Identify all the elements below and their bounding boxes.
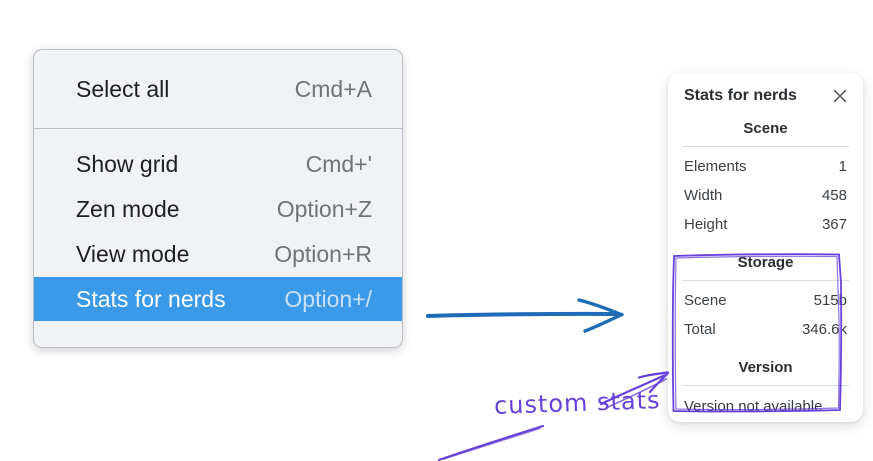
menu-group-padding	[34, 129, 402, 142]
section-heading: Storage	[737, 254, 794, 271]
stat-row-scene-storage: Scene 515b	[680, 286, 851, 315]
stat-value: 346.6k	[801, 321, 847, 338]
menu-item-select-all[interactable]: Select all Cmd+A	[34, 50, 402, 128]
annotation-arrow	[437, 371, 670, 461]
stats-section-version: Version Version not available	[680, 359, 851, 419]
menu-item-label: Zen mode	[76, 196, 180, 222]
stat-value: 515b	[813, 292, 847, 309]
menu-item-label: Stats for nerds	[76, 285, 226, 312]
stat-label: Scene	[684, 292, 727, 309]
menu-item-shortcut: Option+R	[274, 241, 372, 267]
section-heading: Version	[738, 359, 793, 376]
stat-label: Height	[684, 216, 728, 233]
menu-item-label: Select all	[76, 75, 170, 102]
blue-arrow	[426, 298, 624, 333]
section-heading: Scene	[743, 120, 788, 137]
menu-divider	[34, 128, 402, 129]
menu-item-shortcut: Option+/	[284, 285, 372, 312]
section-divider	[682, 146, 849, 147]
menu-item-shortcut: Cmd+'	[305, 151, 372, 177]
stat-label: Width	[684, 187, 723, 204]
stats-section-scene: Scene Elements 1 Width 458 Height 367	[680, 120, 851, 239]
section-divider	[682, 385, 849, 386]
stat-row-width: Width 458	[680, 181, 851, 210]
menu-item-stats-for-nerds[interactable]: Stats for nerds Option+/	[34, 277, 402, 321]
menu-item-label: View mode	[76, 241, 190, 267]
context-menu: Select all Cmd+A Show grid Cmd+' Zen mod…	[33, 49, 403, 348]
version-status-text: Version not available	[684, 398, 823, 415]
close-icon[interactable]	[831, 87, 849, 105]
section-divider	[682, 280, 849, 281]
stat-value: 367	[821, 216, 847, 233]
stat-value: 458	[821, 187, 847, 204]
stats-panel-title: Stats for nerds	[684, 87, 797, 104]
menu-item-zen-mode[interactable]: Zen mode Option+Z	[34, 187, 402, 232]
menu-item-shortcut: Cmd+A	[294, 75, 372, 102]
stat-row-elements: Elements 1	[680, 152, 851, 181]
stat-row-total-storage: Total 346.6k	[680, 315, 851, 344]
stats-panel-header: Stats for nerds	[680, 85, 851, 105]
menu-item-view-mode[interactable]: View mode Option+R	[34, 232, 402, 277]
stat-row-height: Height 367	[680, 210, 851, 239]
stat-label: Elements	[684, 158, 747, 175]
stat-label: Total	[684, 321, 716, 338]
stats-panel: Stats for nerds Scene Elements 1 Width 4…	[668, 73, 863, 422]
menu-item-shortcut: Option+Z	[276, 196, 372, 222]
stats-section-storage: Storage Scene 515b Total 346.6k	[680, 254, 851, 344]
menu-item-label: Show grid	[76, 151, 179, 177]
menu-item-show-grid[interactable]: Show grid Cmd+'	[34, 142, 402, 187]
custom-stats-annotation-label: custom stats	[493, 386, 661, 420]
stat-value: 1	[838, 158, 847, 175]
